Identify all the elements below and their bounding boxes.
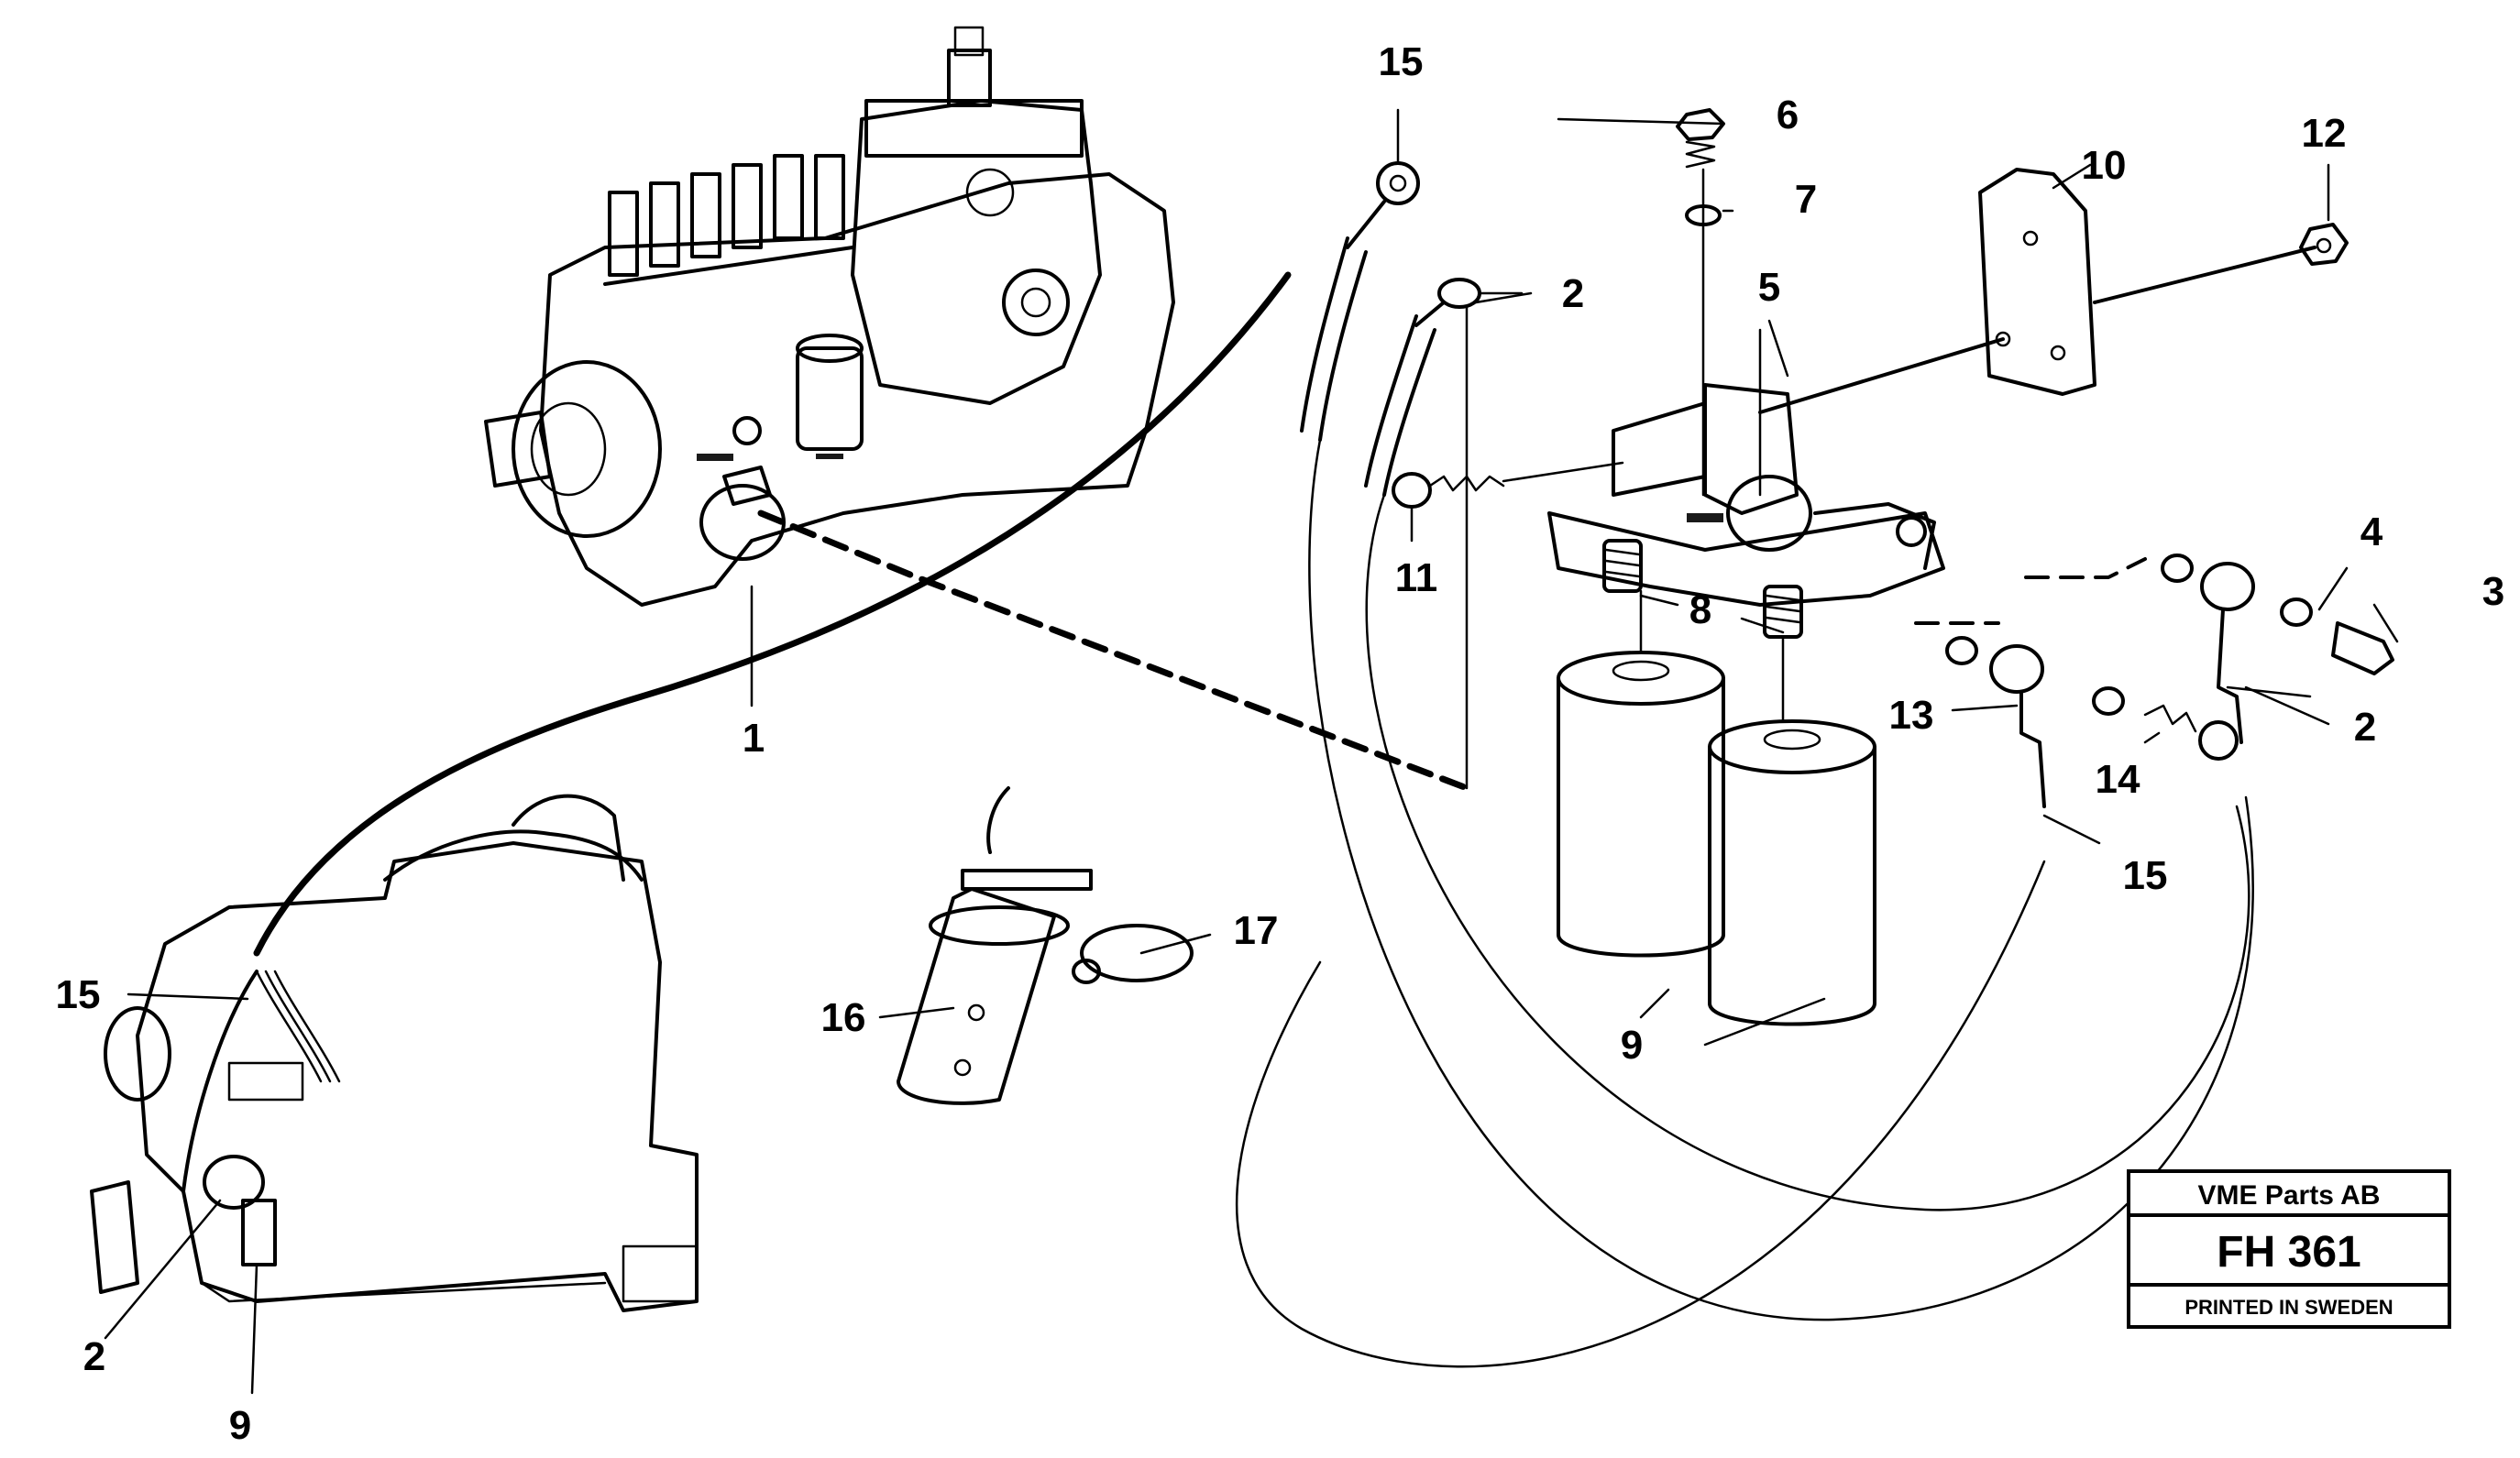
callout-4: 4 — [2360, 510, 2383, 554]
hose-2-upper — [1364, 278, 1524, 790]
injection-pump-drawing — [484, 26, 1175, 607]
callout-6: 6 — [1777, 93, 1799, 137]
callout-2-right: 2 — [2354, 705, 2376, 750]
callout-9-engine: 9 — [229, 1403, 251, 1448]
banjo-fittings-right — [1914, 554, 2394, 808]
callout-3: 3 — [2482, 569, 2504, 614]
return-loop-outer — [1308, 438, 2254, 1321]
callout-16: 16 — [821, 995, 866, 1040]
hose-15-upper — [1300, 108, 1420, 442]
title-block-code: FH 361 — [2217, 1228, 2360, 1277]
callout-7: 7 — [1795, 177, 1817, 222]
callout-14: 14 — [2096, 757, 2140, 802]
callout-11: 11 — [1395, 555, 1438, 600]
engine-drawing — [90, 794, 699, 1312]
fuel-pipe-1 — [253, 271, 1292, 957]
bracket-10 — [1758, 168, 2316, 414]
filter-cartridge-left — [1557, 651, 1725, 958]
callout-5: 5 — [1758, 265, 1780, 310]
nut-12 — [2299, 223, 2349, 266]
leader-lines — [104, 117, 2399, 1395]
elbow-16-clamp-17 — [897, 786, 1194, 1105]
callout-17: 17 — [1234, 908, 1279, 953]
callout-8: 8 — [1689, 587, 1711, 632]
callout-15-engine: 15 — [56, 972, 101, 1017]
title-block-company: VME Parts AB — [2198, 1180, 2381, 1211]
filter-head — [1547, 328, 1945, 607]
callout-15-top: 15 — [1379, 39, 1424, 84]
bolt-6-washer-7 — [1676, 108, 1725, 497]
callout-2-top: 2 — [1562, 271, 1584, 316]
callout-9-filter: 9 — [1621, 1023, 1643, 1068]
callout-13: 13 — [1889, 693, 1934, 738]
callout-12: 12 — [2302, 111, 2347, 156]
filter-cartridge-right — [1708, 719, 1876, 1026]
callout-10: 10 — [2082, 143, 2127, 188]
screw-11 — [1392, 461, 1624, 509]
title-block-printed: PRINTED IN SWEDEN — [2184, 1296, 2393, 1319]
title-block: VME Parts AB FH 361 PRINTED IN SWEDEN — [2127, 1169, 2451, 1329]
dashed-pipe — [757, 510, 1470, 792]
callout-2-engine: 2 — [83, 1334, 105, 1379]
callout-15-right: 15 — [2123, 853, 2168, 898]
callout-1: 1 — [743, 716, 765, 761]
callout-labels: 15 2 6 7 10 12 5 11 8 4 3 2 13 14 15 9 1… — [56, 39, 2505, 1448]
